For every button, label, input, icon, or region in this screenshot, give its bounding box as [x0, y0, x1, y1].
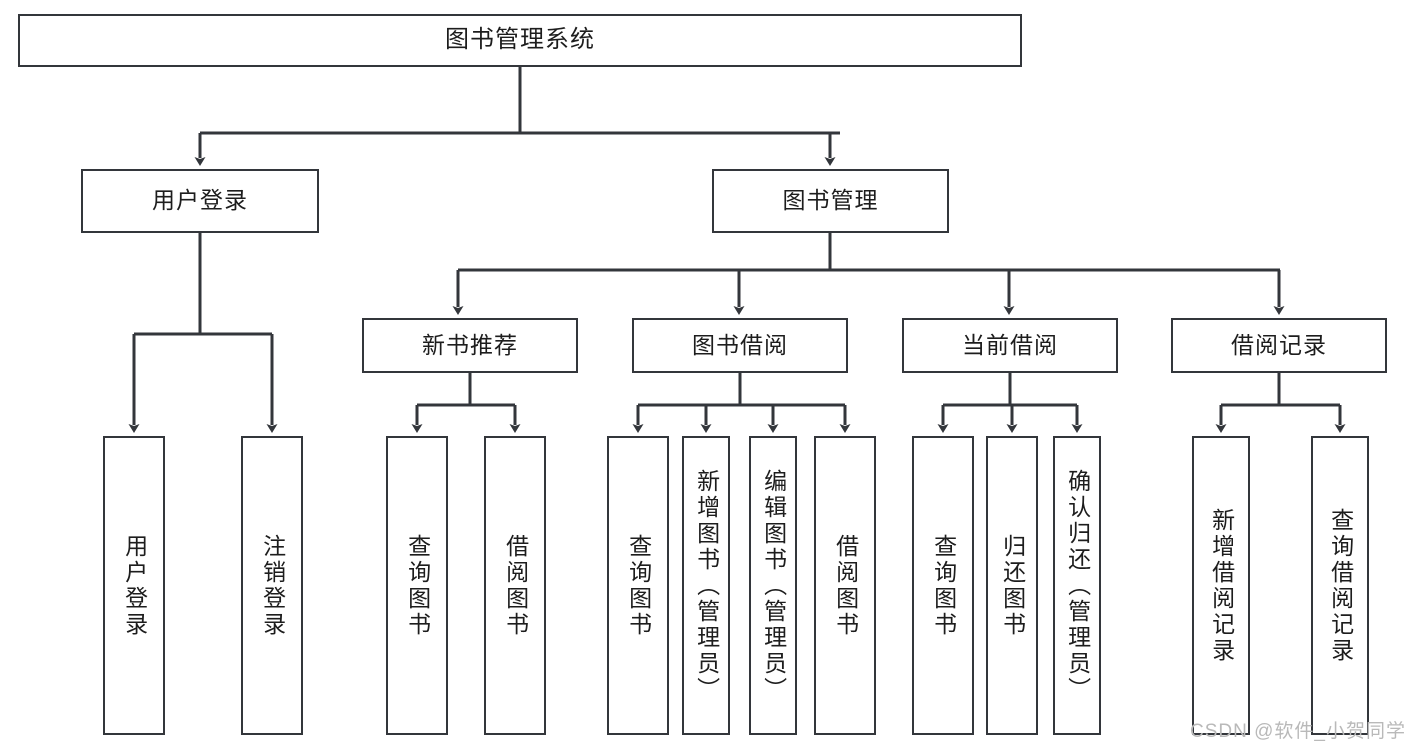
leaf-label: 用户登录: [121, 533, 148, 638]
node-label: 借阅记录: [1231, 331, 1327, 358]
leaf-label: 新增图书（管理员）: [693, 468, 720, 703]
leaf-label: 归还图书: [999, 533, 1026, 638]
node-label: 当前借阅: [962, 331, 1058, 358]
leaf-node[interactable]: 用户登录: [103, 436, 165, 735]
leaf-label: 查询图书: [930, 533, 957, 638]
leaf-node[interactable]: 新增借阅记录: [1192, 436, 1250, 735]
leaf-node[interactable]: 查询图书: [386, 436, 448, 735]
node-new-book-recommendation[interactable]: 新书推荐: [362, 318, 578, 373]
leaf-label: 查询借阅记录: [1327, 507, 1354, 664]
leaf-node[interactable]: 查询借阅记录: [1311, 436, 1369, 735]
leaf-label: 查询图书: [404, 533, 431, 638]
leaf-label: 新增借阅记录: [1208, 507, 1235, 664]
node-current-borrowing[interactable]: 当前借阅: [902, 318, 1118, 373]
leaf-label: 确认归还（管理员）: [1064, 468, 1091, 703]
leaf-label: 借阅图书: [832, 533, 859, 638]
node-borrowing-records[interactable]: 借阅记录: [1171, 318, 1387, 373]
leaf-node[interactable]: 确认归还（管理员）: [1053, 436, 1101, 735]
node-user-login[interactable]: 用户登录: [81, 169, 319, 233]
leaf-node[interactable]: 借阅图书: [814, 436, 876, 735]
node-book-management-system[interactable]: 图书管理系统: [18, 14, 1022, 67]
leaf-node[interactable]: 新增图书（管理员）: [682, 436, 730, 735]
node-label: 图书管理: [782, 187, 879, 214]
leaf-label: 编辑图书（管理员）: [760, 468, 787, 703]
node-label: 用户登录: [152, 187, 248, 214]
csdn-watermark: CSDN @软件_小贺同学: [1190, 721, 1405, 742]
leaf-label: 借阅图书: [502, 533, 529, 638]
node-label: 图书借阅: [692, 331, 788, 358]
node-book-borrowing[interactable]: 图书借阅: [632, 318, 848, 373]
node-label: 新书推荐: [422, 331, 518, 358]
node-label: 图书管理系统: [445, 26, 595, 54]
leaf-label: 注销登录: [259, 533, 286, 638]
leaf-node[interactable]: 归还图书: [986, 436, 1038, 735]
node-book-management[interactable]: 图书管理: [712, 169, 949, 233]
leaf-node[interactable]: 查询图书: [912, 436, 974, 735]
leaf-node[interactable]: 借阅图书: [484, 436, 546, 735]
leaf-node[interactable]: 注销登录: [241, 436, 303, 735]
leaf-node[interactable]: 编辑图书（管理员）: [749, 436, 797, 735]
leaf-node[interactable]: 查询图书: [607, 436, 669, 735]
leaf-label: 查询图书: [625, 533, 652, 638]
